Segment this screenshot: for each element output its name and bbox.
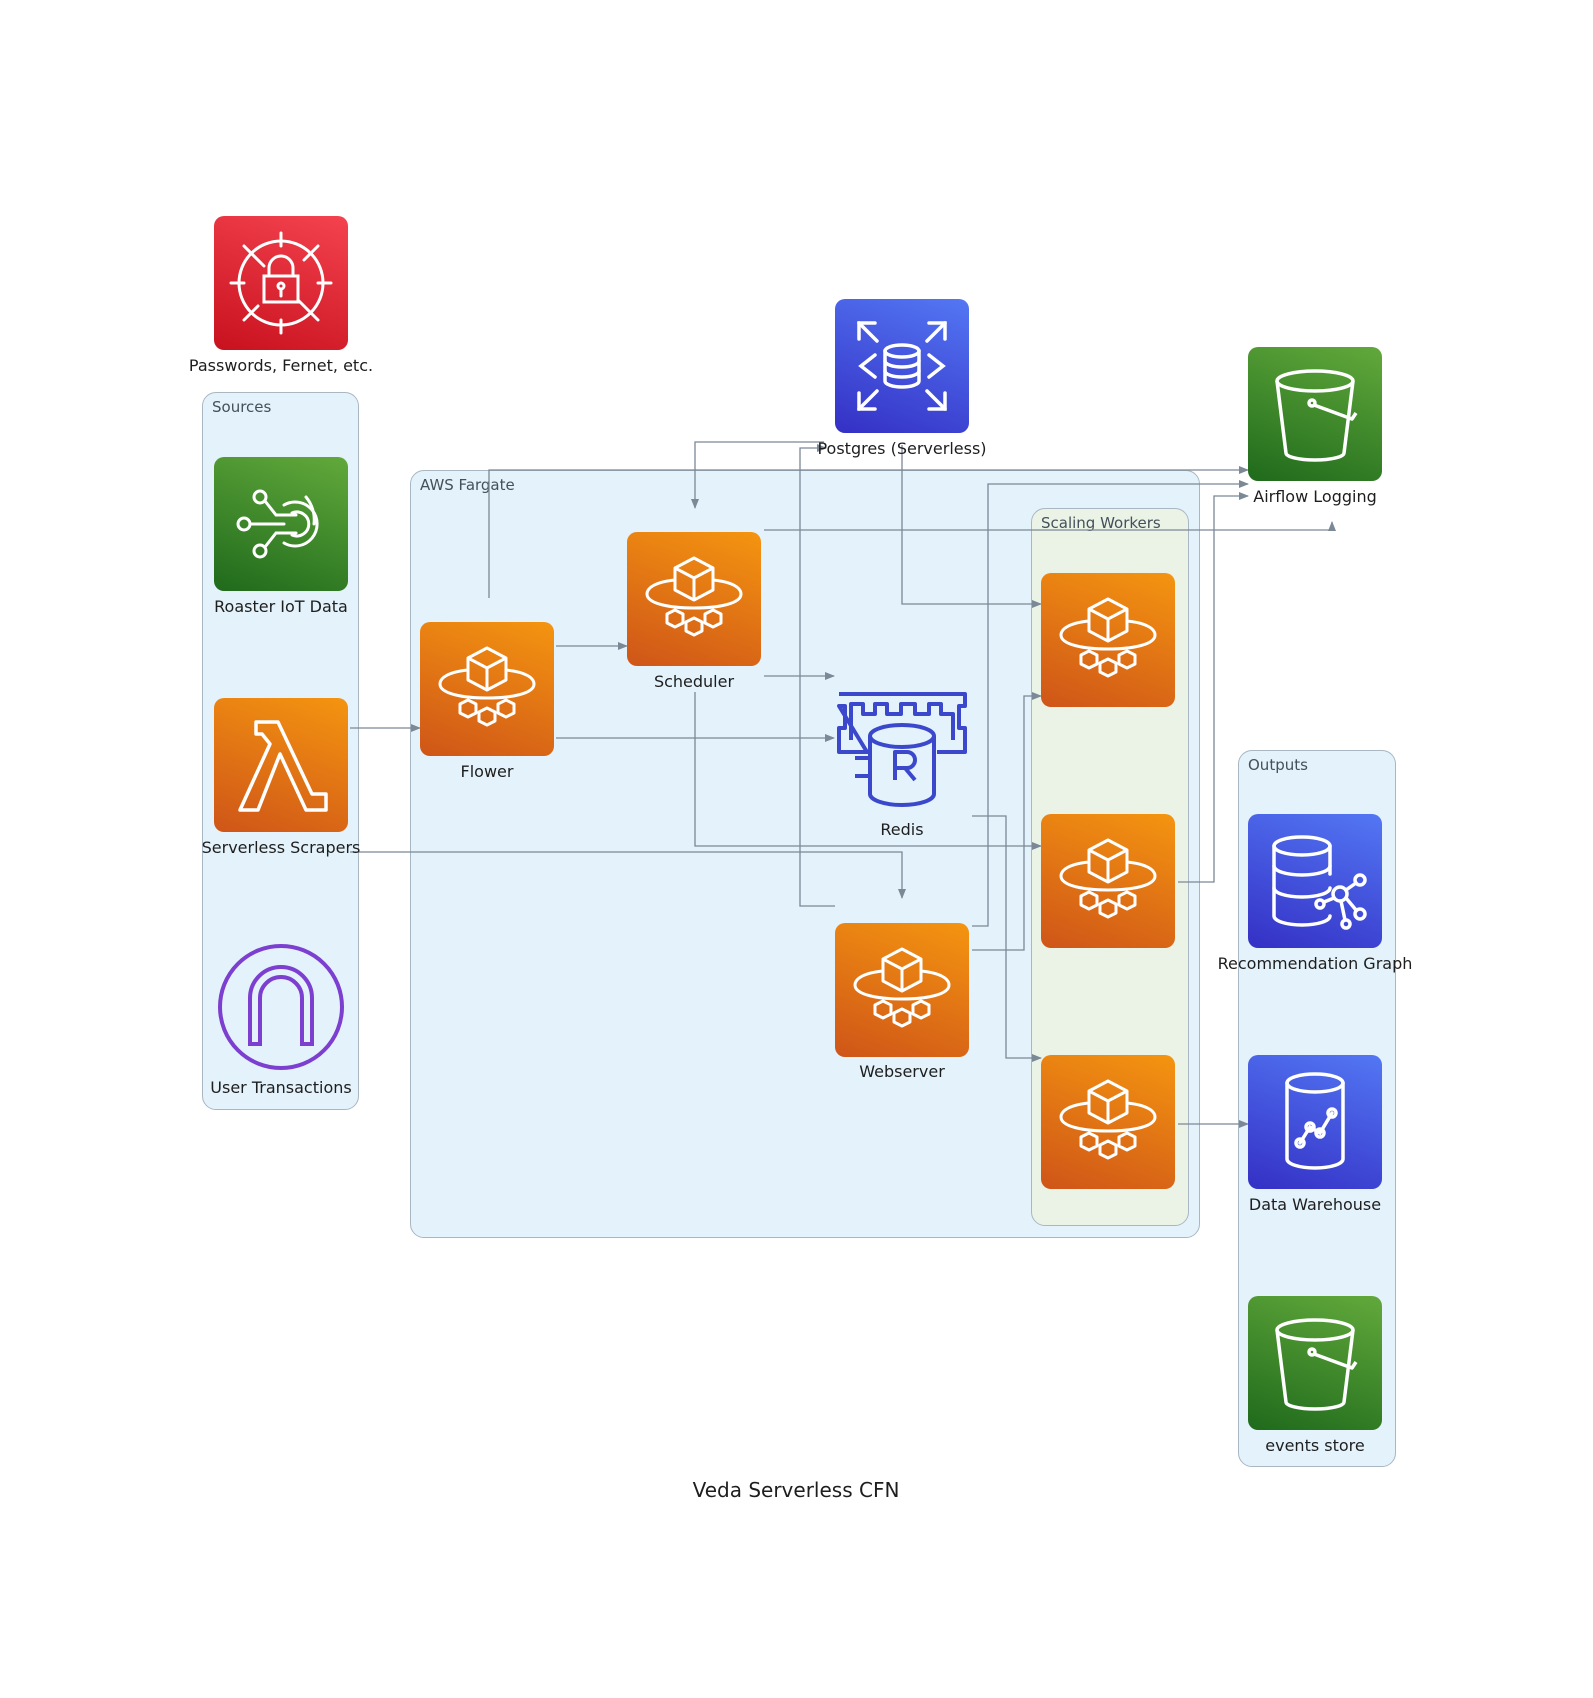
s3-bucket-icon [1275,369,1358,462]
edge-webserver-postgres [799,444,835,907]
cluster-sources-label: Sources [212,398,272,416]
fargate-icon [1059,838,1157,919]
secrets-manager-icon [229,231,333,335]
api-gateway-icon [218,944,344,1070]
postgres-node[interactable] [835,299,969,433]
scheduler-label: Scheduler [653,672,735,691]
user-transactions-node[interactable] [214,940,348,1074]
scheduler-node[interactable] [627,532,761,666]
airflow-logging-node[interactable] [1248,347,1382,481]
rds-icon [857,321,947,411]
lambda-icon [238,720,328,812]
events-store-label: events store [1265,1436,1365,1455]
flower-node[interactable] [420,622,554,756]
webserver-node[interactable] [835,923,969,1057]
user-transactions-label: User Transactions [210,1078,352,1097]
worker-node-1[interactable] [1041,573,1175,707]
postgres-label: Postgres (Serverless) [817,439,987,458]
roaster-iot-node[interactable] [214,457,348,591]
edge-postgres-worker1 [901,445,1042,608]
redis-label: Redis [880,820,924,839]
elasticache-redis-icon [837,692,967,807]
fargate-icon [438,646,536,727]
edge-webserver-worker1 [972,692,1042,951]
redis-node[interactable] [835,680,969,814]
s3-bucket-icon [1275,1318,1358,1411]
fargate-icon [1059,1079,1157,1160]
diagram-title: Veda Serverless CFN [692,1478,900,1502]
serverless-scrapers-label: Serverless Scrapers [201,838,361,857]
cluster-outputs-label: Outputs [1248,756,1308,774]
cluster-scaling-workers-label: Scaling Workers [1041,514,1161,532]
edge-scheduler-worker2 [694,692,1042,850]
edge-postgres-scheduler [691,441,824,509]
worker-node-3[interactable] [1041,1055,1175,1189]
recommendation-graph-label: Recommendation Graph [1217,954,1413,973]
redshift-icon [1285,1072,1345,1170]
edge-redis-worker3 [972,815,1042,1062]
fargate-icon [853,947,951,1028]
worker-node-2[interactable] [1041,814,1175,948]
data-warehouse-label: Data Warehouse [1248,1195,1382,1214]
iot-core-icon [236,489,319,559]
recommendation-graph-node[interactable] [1248,814,1382,948]
edge-scheduler-logging [764,521,1336,531]
edge-flower-logging [488,466,1249,598]
fargate-icon [645,556,743,637]
secrets-manager-node[interactable] [214,216,348,350]
flower-label: Flower [460,762,514,781]
serverless-scrapers-node[interactable] [214,698,348,832]
webserver-label: Webserver [859,1062,945,1081]
data-warehouse-node[interactable] [1248,1055,1382,1189]
roaster-iot-label: Roaster IoT Data [214,597,348,616]
neptune-icon [1272,835,1367,930]
events-store-node[interactable] [1248,1296,1382,1430]
secrets-manager-label: Passwords, Fernet, etc. [188,356,374,375]
airflow-logging-label: Airflow Logging [1253,487,1377,506]
edge-worker2-logging [1178,492,1249,883]
edge-webserver-logging [972,480,1249,927]
cluster-aws-fargate-label: AWS Fargate [420,476,515,494]
fargate-icon [1059,597,1157,678]
edge-scrapers-webserver [350,851,906,899]
